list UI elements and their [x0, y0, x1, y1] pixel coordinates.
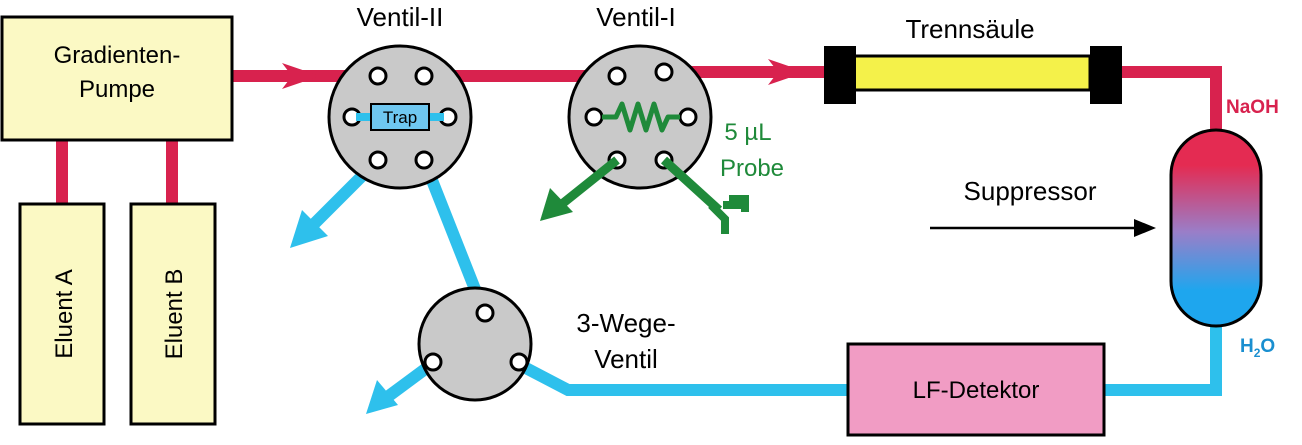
column-to-suppressor-line — [1120, 66, 1222, 138]
flow-arrow-icon — [768, 59, 806, 85]
valve2-port — [414, 150, 434, 170]
3way-valve-body — [417, 286, 533, 402]
valve1-port — [678, 107, 698, 127]
valve1-label: Ventil-I — [596, 2, 676, 32]
valve2-label: Ventil-II — [357, 2, 444, 32]
column-end-cap — [1090, 46, 1122, 104]
naoh-label: NaOH — [1226, 97, 1279, 118]
probe-volume-label: 5 µL — [724, 119, 771, 146]
3way-label-line2: Ventil — [594, 344, 658, 374]
valve2-port — [368, 150, 388, 170]
valve1-port — [584, 107, 604, 127]
eluent-b-box — [129, 202, 217, 426]
sample-inlet-line — [660, 156, 723, 214]
suppressor-to-detector-line — [1100, 318, 1222, 396]
valve1-port — [607, 66, 627, 86]
3way-valve-port — [509, 352, 529, 372]
valve1-port — [654, 62, 674, 82]
sample-waste-arrow-icon — [540, 188, 573, 221]
suppressor-body — [1169, 128, 1263, 328]
column-end-cap — [824, 46, 856, 104]
gradient-pump-box — [0, 15, 234, 142]
h2o-label: H2O — [1240, 336, 1275, 360]
pump-label-line1: Gradienten- — [54, 42, 181, 69]
flow-arrow-icon — [282, 63, 320, 89]
detector-label: LF-Detektor — [913, 377, 1040, 404]
3way-valve-port — [423, 352, 443, 372]
suppressor-label: Suppressor — [964, 176, 1097, 206]
eluent-b-label: Eluent B — [161, 269, 188, 360]
trap-box — [370, 103, 430, 131]
eluent-a-label: Eluent A — [51, 269, 78, 358]
sample-loop-icon — [602, 101, 680, 133]
detector-to-3way-line — [519, 360, 848, 396]
valve2-port — [414, 66, 434, 86]
3way-valve-port — [475, 303, 495, 323]
eluent-a-box — [18, 202, 106, 426]
column-body — [848, 54, 1092, 92]
suppressor-arrow-icon — [1134, 219, 1156, 237]
trap-label: Trap — [383, 108, 417, 127]
waste-arrow-icon — [366, 380, 398, 414]
syringe-port-icon — [708, 195, 749, 234]
detector-box — [846, 342, 1106, 437]
pump-label-line2: Pumpe — [79, 76, 155, 103]
3way-label-line1: 3-Wege- — [576, 308, 675, 338]
column-label: Trennsäule — [905, 14, 1034, 44]
valve2-port — [368, 66, 388, 86]
probe-label: Probe — [720, 155, 784, 182]
waste-arrow-icon — [290, 210, 328, 248]
sample-waste-line — [559, 156, 620, 208]
